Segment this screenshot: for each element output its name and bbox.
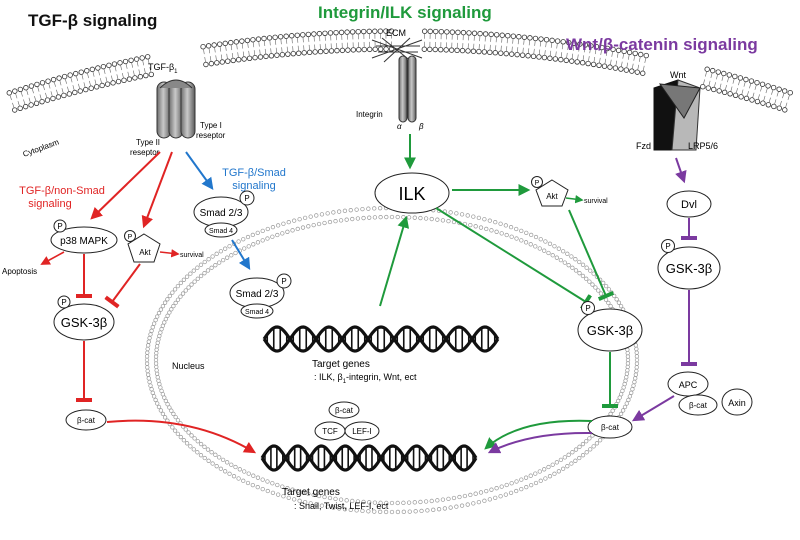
tgf-gsk3b-node: GSK-3β P bbox=[53, 295, 115, 341]
integrin-label: Integrin bbox=[356, 110, 383, 119]
ilk-bcat-node: β-cat bbox=[587, 415, 633, 439]
survival-label-tgf: survival bbox=[180, 252, 204, 259]
arrow-smad-to-nucleus bbox=[231, 239, 251, 271]
svg-text:β-cat: β-cat bbox=[689, 401, 708, 410]
dna-helix-upper bbox=[262, 325, 500, 353]
svg-text:GSK-3β: GSK-3β bbox=[61, 315, 108, 330]
svg-text:P: P bbox=[665, 242, 670, 251]
arrow-receptor-to-akt bbox=[141, 151, 173, 229]
cytoplasm-label: Cytoplasm bbox=[22, 137, 61, 158]
p38-mapk-node: p38 MAPK P bbox=[50, 219, 118, 254]
alpha-label: α bbox=[397, 122, 402, 131]
svg-text:Smad 4: Smad 4 bbox=[209, 228, 233, 235]
ilk-node: ILK bbox=[374, 172, 450, 214]
svg-text:TCF: TCF bbox=[322, 427, 338, 436]
arrow-bcat-to-nucleus-tgf bbox=[106, 419, 257, 454]
svg-text:P: P bbox=[535, 180, 540, 187]
arrow-complex-to-bcat bbox=[631, 395, 675, 422]
ilk-gsk3b-node: GSK-3β P bbox=[577, 301, 643, 352]
tcf-lef-complex: β-cat TCF LEF-I bbox=[314, 401, 380, 441]
svg-text:P: P bbox=[244, 194, 249, 203]
svg-text:β-cat: β-cat bbox=[601, 423, 620, 432]
nucleus-label: Nucleus bbox=[172, 361, 205, 371]
arrow-receptor-to-p38 bbox=[90, 151, 161, 220]
title-tgf: TGF-β signaling bbox=[28, 11, 157, 30]
arrow-receptor-to-smad bbox=[185, 151, 214, 190]
svg-text:P: P bbox=[281, 277, 286, 286]
arrow-bcat-to-nucleus-ilk bbox=[484, 419, 593, 450]
svg-text:Smad 2/3: Smad 2/3 bbox=[200, 208, 243, 219]
target-genes-list-2: : Snail, Twist, LEF-I, ect bbox=[294, 501, 389, 511]
wnt-gsk3b-node: GSK-3β P bbox=[657, 239, 721, 290]
inhibit-akt-to-gsk-ilk bbox=[568, 209, 615, 301]
arrow-bcat-to-nucleus-wnt bbox=[487, 431, 593, 454]
ecm-fibers bbox=[371, 37, 423, 63]
svg-text:P: P bbox=[585, 304, 590, 313]
svg-text:Axin: Axin bbox=[728, 398, 746, 408]
ecm-label: ECM bbox=[386, 28, 406, 38]
inhibit-akt-to-gsk bbox=[104, 263, 141, 309]
svg-text:Smad 4: Smad 4 bbox=[245, 309, 269, 316]
svg-text:GSK-3β: GSK-3β bbox=[666, 261, 713, 276]
fzd-label: Fzd bbox=[636, 141, 651, 151]
svg-text:Akt: Akt bbox=[546, 192, 558, 201]
svg-text:Akt: Akt bbox=[139, 248, 151, 257]
svg-text:Dvl: Dvl bbox=[681, 199, 697, 211]
svg-text:GSK-3β: GSK-3β bbox=[587, 323, 634, 338]
svg-text:P: P bbox=[128, 234, 133, 241]
tgf-akt-node: Akt P bbox=[124, 230, 161, 263]
target-genes-title-1: Target genes bbox=[312, 359, 370, 370]
dna-helix-lower bbox=[260, 444, 478, 472]
tgf-bcat-node: β-cat bbox=[65, 409, 107, 431]
svg-text:APC: APC bbox=[679, 380, 698, 390]
ilk-akt-node: Akt P bbox=[531, 176, 569, 207]
smad-complex-cytoplasm: Smad 2/3 Smad 4 P bbox=[193, 190, 255, 238]
smad-complex-nucleus: Smad 2/3 Smad 4 P bbox=[229, 273, 292, 319]
integrin-receptor bbox=[398, 55, 417, 123]
arrow-genes-to-ilk bbox=[379, 215, 410, 307]
survival-label-ilk: survival bbox=[584, 198, 608, 205]
arrow-p38-to-apoptosis bbox=[40, 251, 65, 265]
lrp-label: LRP5/6 bbox=[688, 141, 718, 151]
arrow-akt-to-survival bbox=[159, 249, 180, 258]
destruction-complex: APC β-cat Axin bbox=[667, 371, 753, 416]
arrow-akt-to-survival-ilk bbox=[565, 194, 584, 204]
apoptosis-label: Apoptosis bbox=[2, 267, 37, 276]
beta-label: β bbox=[418, 122, 424, 131]
cell-membrane bbox=[6, 28, 793, 113]
tgf-receptor bbox=[156, 79, 196, 139]
svg-text:P: P bbox=[57, 222, 62, 231]
svg-text:ILK: ILK bbox=[398, 184, 425, 204]
svg-text:Smad 2/3: Smad 2/3 bbox=[236, 289, 279, 300]
target-genes-title-2: Target genes bbox=[282, 487, 340, 498]
target-genes-list-1: : ILK, β1-integrin, Wnt, ect bbox=[314, 372, 417, 385]
dvl-node: Dvl bbox=[666, 190, 712, 218]
wnt-ligand-label: Wnt bbox=[670, 70, 687, 80]
svg-text:P: P bbox=[61, 298, 66, 307]
tgf-ligand-label: TGF-β1 bbox=[148, 62, 178, 75]
svg-text:LEF-I: LEF-I bbox=[352, 427, 372, 436]
svg-text:β-cat: β-cat bbox=[335, 406, 354, 415]
svg-text:p38 MAPK: p38 MAPK bbox=[60, 236, 108, 247]
wnt-receptor bbox=[653, 79, 701, 151]
title-integrin: Integrin/ILK signaling bbox=[318, 3, 492, 22]
svg-text:β-cat: β-cat bbox=[77, 416, 96, 425]
arrow-fzd-to-dvl bbox=[675, 157, 687, 184]
nuclear-envelope bbox=[144, 205, 640, 515]
inhibit-ilk-to-gsk bbox=[435, 207, 592, 310]
title-wnt: Wnt/β-catenin signaling bbox=[566, 35, 758, 54]
